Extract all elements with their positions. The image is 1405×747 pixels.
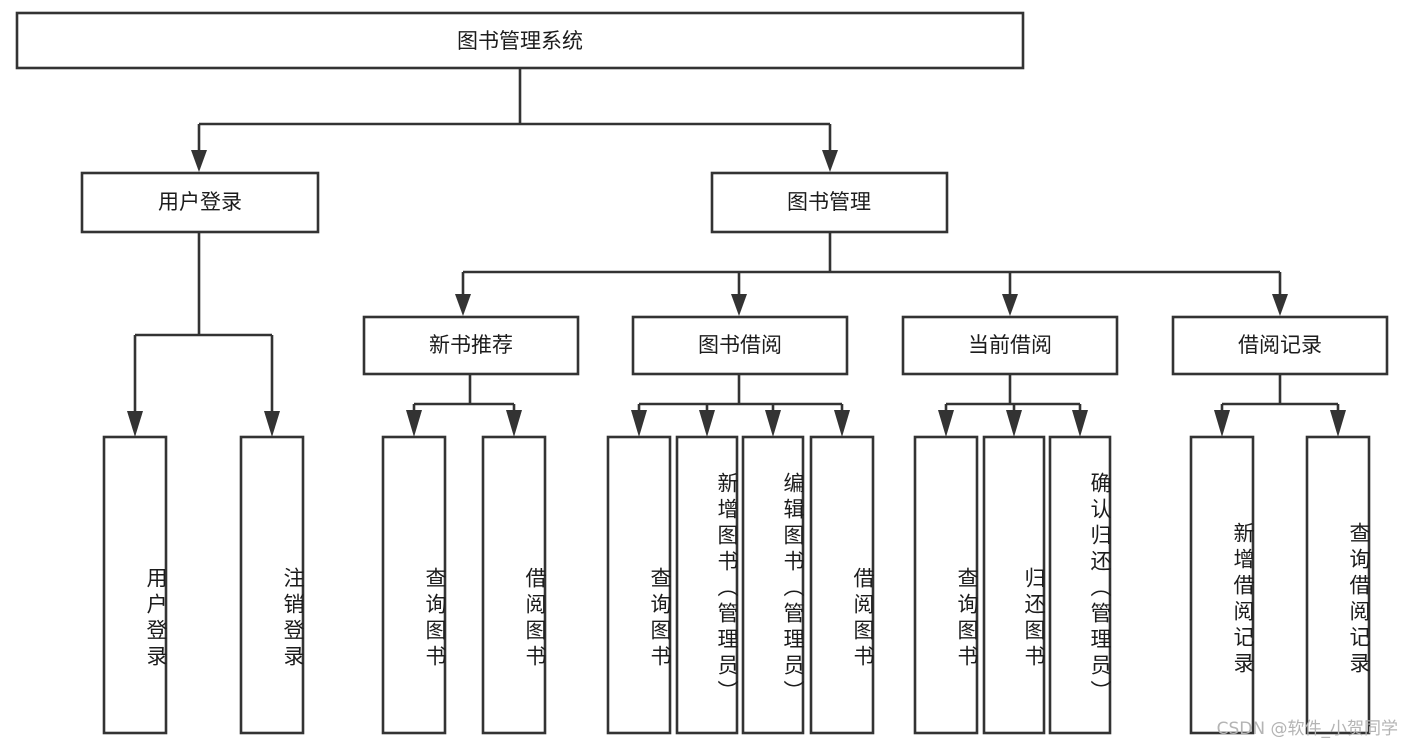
connector-group [127,68,1346,437]
leaf-borrow-book-1-box[interactable] [481,435,547,735]
arrow-to-leaf-query-book-1 [406,410,422,437]
leaf-user-login-box[interactable] [102,435,168,735]
node-book-manage[interactable]: 图书管理 [710,171,949,234]
leaf-query-book-2-box[interactable] [606,435,672,735]
node-new-book-recommend-box[interactable] [362,315,580,376]
node-book-manage-label: 图书管理 [787,190,871,214]
arrow-to-user-login [191,150,207,172]
node-borrow-record[interactable]: 借阅记录 [1171,315,1389,376]
leaf-logout-login-box[interactable] [239,435,305,735]
node-current-borrow[interactable]: 当前借阅 [901,315,1119,376]
arrow-to-leaf-user-login [127,411,143,437]
leaf-query-record-box[interactable] [1305,435,1371,735]
leaf-borrow-book-2-box[interactable] [809,435,875,735]
arrow-to-leaf-query-record [1330,410,1346,437]
node-user-login-box[interactable] [80,171,320,234]
node-book-borrow-box[interactable] [631,315,849,376]
arrow-to-book-borrow [731,294,747,316]
arrow-to-leaf-borrow-book-1 [506,410,522,437]
arrow-to-leaf-return-book [1006,410,1022,437]
node-book-borrow[interactable]: 图书借阅 [631,315,849,376]
arrow-to-leaf-query-book-3 [938,410,954,437]
arrow-to-leaf-edit-book [765,410,781,437]
node-root-box[interactable] [15,11,1025,70]
node-new-book-recommend-label: 新书推荐 [429,333,513,357]
node-borrow-record-label: 借阅记录 [1238,333,1322,357]
leaf-query-book-3-box[interactable] [913,435,979,735]
arrow-to-leaf-logout-login [264,411,280,437]
node-root[interactable]: 图书管理系统 [15,11,1025,70]
arrow-to-current-borrow [1002,294,1018,316]
node-root-label: 图书管理系统 [457,29,583,53]
node-borrow-record-box[interactable] [1171,315,1389,376]
leaf-return-book-box[interactable] [982,435,1046,735]
node-current-borrow-box[interactable] [901,315,1119,376]
arrow-to-book-manage [822,150,838,172]
node-user-login[interactable]: 用户登录 [80,171,320,234]
arrow-to-leaf-query-book-2 [631,410,647,437]
arrow-to-leaf-borrow-book-2 [834,410,850,437]
node-user-login-label: 用户登录 [158,190,242,214]
node-current-borrow-label: 当前借阅 [968,333,1052,357]
leaf-box-group [102,435,1371,735]
arrow-to-new-book-recommend [455,294,471,316]
leaf-confirm-return-box[interactable] [1048,435,1112,735]
node-book-manage-box[interactable] [710,171,949,234]
arrow-to-leaf-confirm-return [1072,410,1088,437]
arrow-to-leaf-add-book [699,410,715,437]
csdn-watermark: CSDN @软件_小贺同学 [1217,719,1398,739]
leaf-query-book-1-box[interactable] [381,435,447,735]
leaf-add-book-box[interactable] [675,435,739,735]
arrow-to-leaf-add-record [1214,410,1230,437]
node-book-borrow-label: 图书借阅 [698,333,782,357]
node-new-book-recommend[interactable]: 新书推荐 [362,315,580,376]
leaf-add-record-box[interactable] [1189,435,1255,735]
leaf-edit-book-box[interactable] [741,435,805,735]
arrow-to-borrow-record [1272,294,1288,316]
